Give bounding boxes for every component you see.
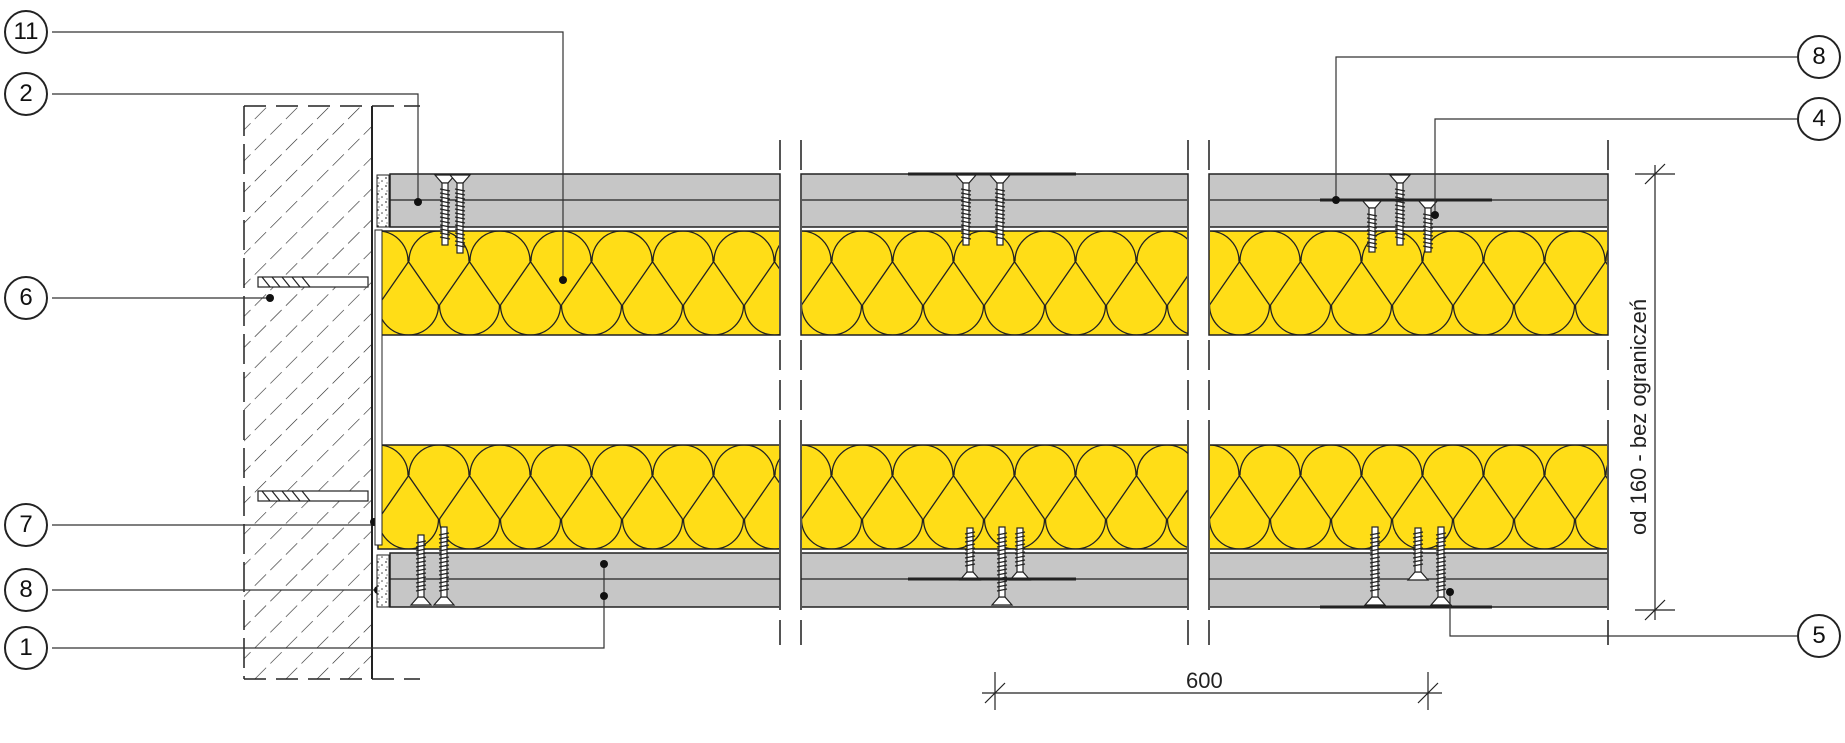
leader-dot [266,294,274,302]
insulation-pattern [801,445,1188,549]
leader-dot [1446,588,1454,596]
screw [433,174,457,246]
label-4: 4 [1797,97,1841,141]
gypsum-board [389,552,781,608]
masonry-wall [243,105,420,680]
dimension-height-label: od 160 - bez ograniczeń [1626,298,1651,535]
leader-dot [1332,196,1340,204]
screw [409,534,433,606]
insulation-board [377,230,781,336]
leader-dot [600,560,608,568]
screw [1360,199,1384,253]
label-6: 6 [4,276,48,320]
insulation-pattern [1209,445,1608,549]
screw [1406,527,1430,581]
screw [990,526,1014,606]
leader-line [52,31,564,280]
screws [409,172,1492,609]
leader-line [52,93,419,202]
dimension-lines [982,163,1675,710]
edge-sealing-strip [374,174,390,608]
insulation-pattern [378,445,780,549]
wall-anchors [257,276,369,502]
screw [988,174,1012,246]
leader-dot [414,198,422,206]
gypsum-boards [389,173,1609,608]
leader-line [1434,118,1797,215]
insulation-board [800,444,1189,550]
screw [448,174,472,254]
screw [1416,199,1440,253]
screw [1388,174,1412,246]
leader-dot [600,592,608,600]
insulation-board [377,444,781,550]
insulation-pattern [801,231,1188,335]
leader-line [1449,592,1797,637]
leader-dot [1431,211,1439,219]
label-1: 1 [4,626,48,670]
label-7: 7 [4,503,48,547]
mineral-wool-insulation [377,230,1609,550]
label-11: 11 [4,10,48,54]
label-8-right: 8 [1797,35,1841,79]
leader-dot [559,276,567,284]
label-8-left: 8 [4,568,48,612]
screw [954,174,978,246]
insulation-board [800,230,1189,336]
screw [432,526,456,606]
leader-line [1335,56,1797,200]
label-5: 5 [1797,614,1841,658]
screw [1363,526,1387,606]
break-lines [779,140,1609,645]
dimension-spacing-label: 600 [1186,668,1223,693]
insulation-pattern [1209,231,1608,335]
screw [1429,526,1453,606]
label-2: 2 [4,72,48,116]
